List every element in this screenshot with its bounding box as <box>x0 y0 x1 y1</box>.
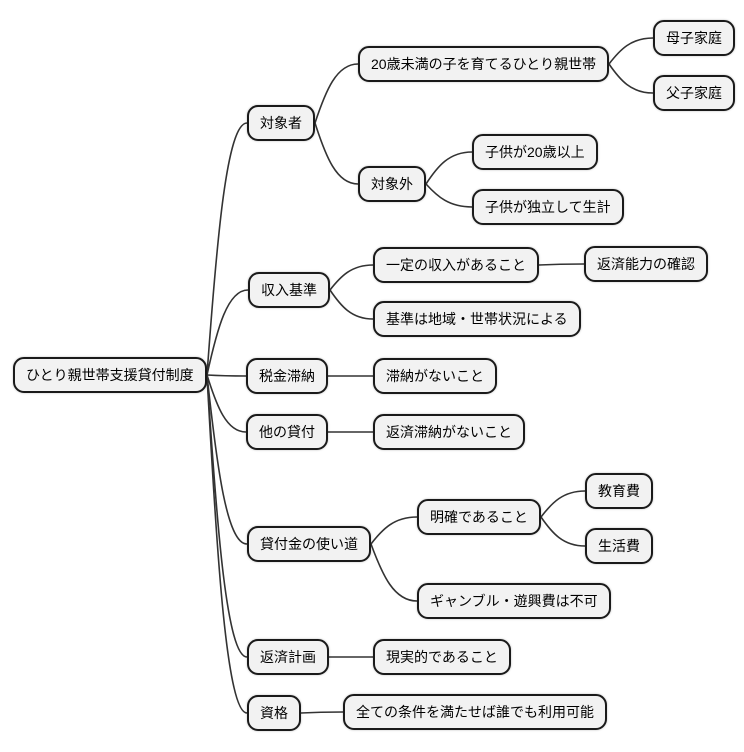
mindmap-node-kodomo20: 子供が20歳以上 <box>472 134 598 170</box>
mindmap-edge-root-to-hensai-keikaku <box>206 374 248 658</box>
mindmap-edge-root-to-zeikin-tainou <box>206 374 247 377</box>
mindmap-edge-hitorioya-to-fushi <box>608 63 654 94</box>
mindmap-edge-taishogai-to-kodomo20 <box>425 151 473 185</box>
mindmap-node-tainou-nai: 滞納がないこと <box>373 358 497 394</box>
mindmap-edge-root-to-shikaku <box>206 374 248 714</box>
mindmap-node-hitorioya: 20歳未満の子を育てるひとり親世帯 <box>358 46 610 82</box>
mindmap-node-tsukaimichi: 貸付金の使い道 <box>247 526 371 562</box>
mindmap-node-kijun-chiiki: 基準は地域・世帯状況による <box>373 301 581 337</box>
mindmap-node-gamble-fuka: ギャンブル・遊興費は不可 <box>417 583 611 619</box>
mindmap-edge-meikaku-to-seikatsuhi <box>540 516 586 547</box>
mindmap-node-fushi: 父子家庭 <box>653 75 735 111</box>
mindmap-node-ittei-shunyu: 一定の収入があること <box>373 247 539 283</box>
mindmap-edge-root-to-taishosha <box>206 122 248 376</box>
mindmap-node-seikatsuhi: 生活費 <box>585 528 653 564</box>
mindmap-edge-hitorioya-to-boshi <box>608 37 654 65</box>
mindmap-edge-taishosha-to-hitorioya <box>314 63 359 124</box>
mindmap-node-hensai-keikaku: 返済計画 <box>247 639 329 675</box>
mindmap-edge-tsukaimichi-to-gamble-fuka <box>370 543 418 602</box>
mindmap-edge-tsukaimichi-to-meikaku <box>370 516 418 545</box>
mindmap-node-meikaku: 明確であること <box>417 499 541 535</box>
mindmap-edge-shunyu-kijun-to-ittei-shunyu <box>329 264 374 291</box>
mindmap-node-subete-jouken: 全ての条件を満たせば誰でも利用可能 <box>343 694 607 730</box>
mindmap-edge-root-to-hoka-kashitsuke <box>206 374 247 433</box>
mindmap-node-hoka-kashitsuke: 他の貸付 <box>246 414 328 450</box>
mindmap-edge-taishogai-to-dokuritsu <box>425 183 473 208</box>
mindmap-node-zeikin-tainou: 税金滞納 <box>246 358 328 394</box>
mindmap-edge-shunyu-kijun-to-kijun-chiiki <box>329 289 374 320</box>
mindmap-node-shikaku: 資格 <box>247 695 301 731</box>
mindmap-node-taishogai: 対象外 <box>358 166 426 202</box>
mindmap-node-taishosha: 対象者 <box>247 105 315 141</box>
mindmap-edge-taishosha-to-taishogai <box>314 122 359 185</box>
mindmap-node-root: ひとり親世帯支援貸付制度 <box>13 357 207 393</box>
mindmap-edge-root-to-tsukaimichi <box>206 374 248 545</box>
mindmap-edge-ittei-shunyu-to-hensai-kakunin <box>538 263 585 266</box>
mindmap-node-genjitsuteki: 現実的であること <box>373 639 511 675</box>
mindmap-edge-meikaku-to-kyoikuhi <box>540 490 586 518</box>
mindmap-edge-root-to-shunyu-kijun <box>206 289 249 376</box>
mindmap-node-hensai-tainou-nai: 返済滞納がないこと <box>373 414 525 450</box>
mindmap-node-hensai-kakunin: 返済能力の確認 <box>584 246 708 282</box>
mindmap-node-shunyu-kijun: 収入基準 <box>248 272 330 308</box>
mindmap-node-dokuritsu: 子供が独立して生計 <box>472 189 624 225</box>
mindmap-node-boshi: 母子家庭 <box>653 20 735 56</box>
mindmap-node-kyoikuhi: 教育費 <box>585 473 653 509</box>
mindmap-edge-shikaku-to-subete-jouken <box>300 711 344 714</box>
